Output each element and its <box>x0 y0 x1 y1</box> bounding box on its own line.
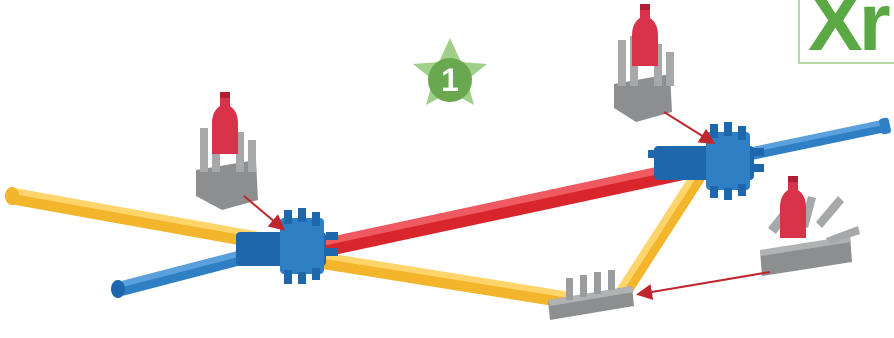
red-clip-icon <box>212 96 238 154</box>
callout-top-right <box>614 4 712 142</box>
red-clip-icon <box>780 180 806 238</box>
callout-right <box>640 176 860 294</box>
yellow-rod-bottom <box>316 252 570 308</box>
blue-connector-right <box>648 122 764 200</box>
corner-heading-box: Xr <box>798 0 894 64</box>
red-rod <box>316 162 684 258</box>
red-clip-icon <box>632 8 658 66</box>
callout-left <box>196 92 282 228</box>
step-number: 1 <box>428 58 472 102</box>
blue-connector-left <box>236 208 338 284</box>
corner-heading: Xr <box>808 0 887 64</box>
